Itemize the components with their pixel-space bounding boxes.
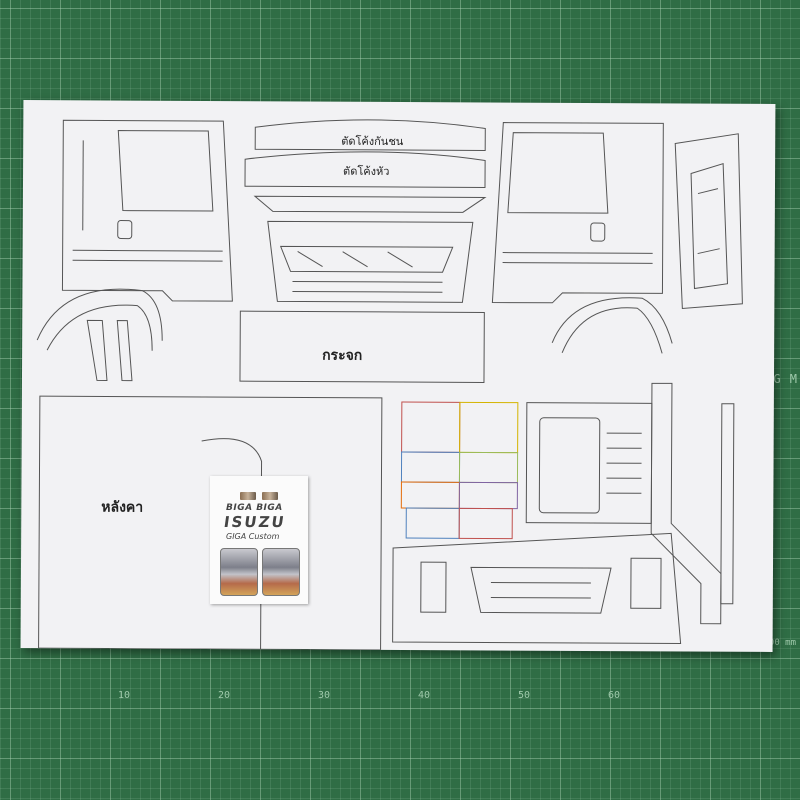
papercraft-template-sheet: ตัดโค้งกันชน ตัดโค้งหัว กระจก หลังคา — [20, 100, 776, 652]
roof-label: หลังคา — [101, 499, 144, 516]
mat-number: 20 — [218, 690, 231, 701]
left-mudflap — [86, 319, 108, 381]
roof-panel — [38, 395, 383, 651]
mat-number: 30 — [318, 690, 331, 701]
left-wheel-arch — [36, 288, 163, 341]
windshield-panel — [239, 310, 485, 383]
left-door-window — [117, 130, 214, 212]
decal-line-3: GIGA Custom — [226, 532, 280, 541]
mat-number: 40 — [418, 690, 431, 701]
head-curve-panel — [244, 151, 486, 188]
right-door-window — [507, 132, 609, 214]
right-door-handle — [590, 222, 606, 242]
isuzu-decal-sticker: BIGA BIGA ISUZU GIGA Custom — [210, 476, 308, 604]
left-cab-side-outline — [61, 119, 233, 302]
mat-number: 60 — [608, 690, 621, 701]
front-grille-panel — [267, 220, 474, 303]
rear-frame-piece — [674, 133, 743, 310]
mat-number: 50 — [518, 690, 531, 701]
head-curve-label: ตัดโค้งหัว — [343, 164, 390, 178]
right-cab-side-outline — [491, 122, 664, 304]
badge-stickers — [240, 492, 278, 500]
lower-front-bumper-panel — [392, 532, 682, 644]
colored-side-panels — [400, 401, 519, 540]
windshield-label: กระจก — [322, 347, 363, 364]
isuzu-logo-text: ISUZU — [222, 513, 287, 531]
left-headlamp-sticker — [220, 548, 258, 596]
bumper-curve-label: ตัดโค้งกันชน — [341, 134, 404, 149]
right-wheel-arch — [551, 297, 673, 344]
bumper-curve-panel — [254, 119, 486, 151]
template-outlines — [36, 119, 743, 651]
side-strip-piece — [650, 382, 722, 625]
left-door-handle — [117, 220, 133, 240]
decal-line-1: BIGA BIGA — [226, 503, 283, 513]
mat-number: 10 — [118, 690, 131, 701]
right-headlamp-sticker — [262, 548, 300, 596]
